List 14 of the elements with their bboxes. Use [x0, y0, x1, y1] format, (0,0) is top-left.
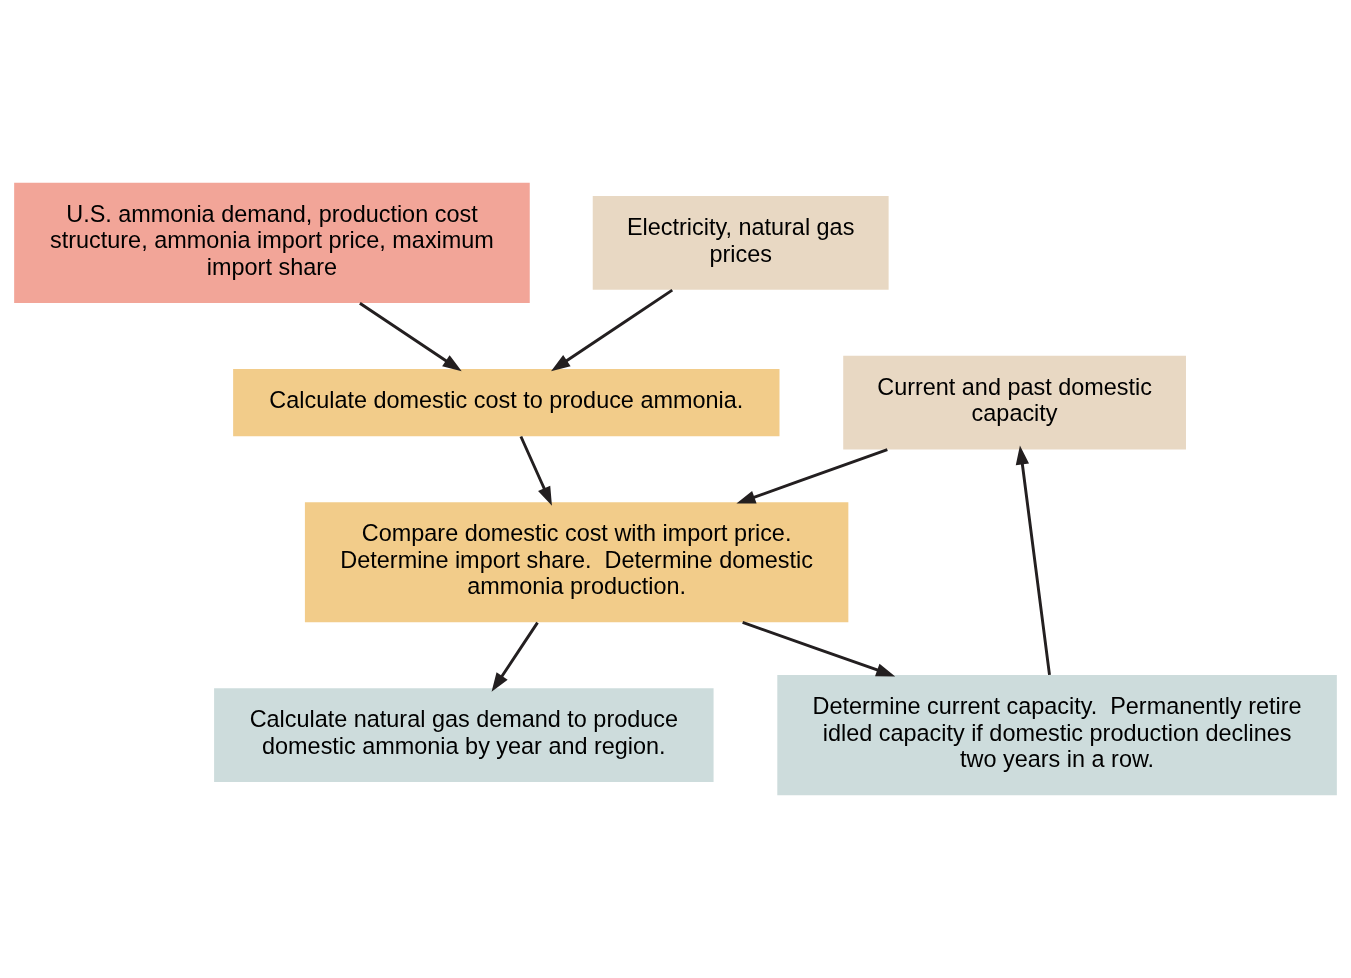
node-box: Calculate domestic cost to produce ammonia. [233, 368, 780, 437]
arrow [742, 621, 896, 677]
arrow [551, 288, 674, 372]
node-box: Compare domestic cost with import price. Determine import share. Determine domestic ammonia production. [304, 502, 849, 623]
node-box: Current and past domestic capacity [843, 355, 1186, 450]
node-box: Electricity, natural gas prices [592, 196, 889, 290]
arrow [491, 621, 539, 692]
arrow [1015, 445, 1051, 676]
node-box: Determine current capacity. Permanently retire idled capacity if domestic production declines two years in a row. [777, 675, 1337, 796]
arrow [359, 301, 462, 372]
node-box: Calculate natural gas demand to produce domestic ammonia by year and region. [214, 688, 714, 782]
node-box: U.S. ammonia demand, production cost structure, ammonia import price, maximum import share [14, 182, 530, 303]
arrow [519, 435, 552, 506]
arrow [736, 448, 888, 504]
